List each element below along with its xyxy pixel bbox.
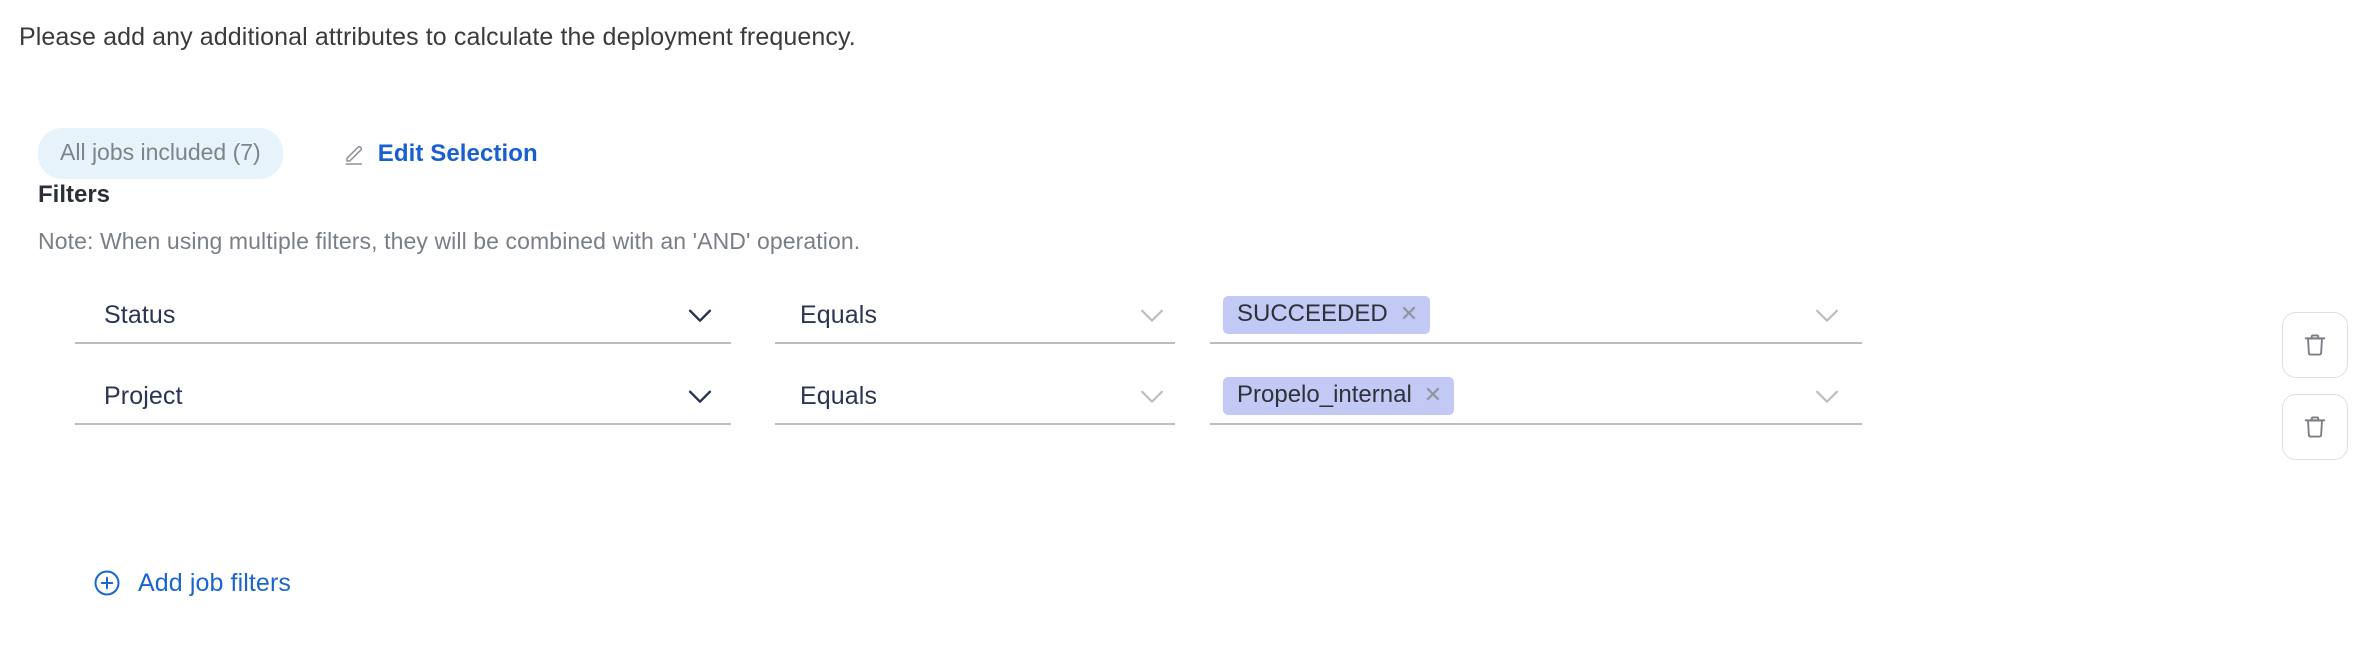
filter-attribute-value: Project — [104, 381, 183, 410]
chevron-down-icon — [683, 298, 717, 332]
filter-value-select[interactable]: Propelo_internal ✕ — [1210, 369, 1862, 425]
close-icon[interactable]: ✕ — [1423, 382, 1443, 407]
trash-icon — [2304, 334, 2326, 356]
page-instruction-text: Please add any additional attributes to … — [19, 23, 856, 51]
filter-operator-select[interactable]: Equals — [775, 288, 1175, 344]
chevron-down-icon — [1810, 379, 1844, 413]
all-jobs-included-badge: All jobs included (7) — [38, 128, 283, 179]
filter-row: Project Equals Propelo_internal ✕ — [0, 369, 2376, 439]
edit-selection-button[interactable]: Edit Selection — [343, 140, 538, 168]
filter-value-chip[interactable]: Propelo_internal ✕ — [1223, 377, 1455, 415]
delete-filter-button[interactable] — [2282, 394, 2348, 460]
filter-value-chip-label: SUCCEEDED — [1237, 300, 1388, 327]
job-selection-row: All jobs included (7) Edit Selection — [38, 128, 538, 179]
filter-value-chip-label: Propelo_internal — [1237, 381, 1412, 408]
chevron-down-icon — [683, 379, 717, 413]
chevron-down-icon — [1135, 379, 1169, 413]
delete-filter-button[interactable] — [2282, 312, 2348, 378]
chevron-down-icon — [1810, 298, 1844, 332]
filter-operator-select[interactable]: Equals — [775, 369, 1175, 425]
filter-value-chip[interactable]: SUCCEEDED ✕ — [1223, 296, 1431, 334]
trash-icon — [2304, 416, 2326, 438]
filter-value-select[interactable]: SUCCEEDED ✕ — [1210, 288, 1862, 344]
filters-heading: Filters — [38, 181, 111, 208]
filter-attribute-select[interactable]: Project — [75, 369, 731, 425]
plus-circle-icon — [92, 568, 122, 598]
pencil-icon — [343, 142, 367, 166]
filter-attribute-value: Status — [104, 300, 176, 329]
chevron-down-icon — [1135, 298, 1169, 332]
edit-selection-label: Edit Selection — [377, 139, 538, 167]
filter-operator-value: Equals — [800, 300, 878, 329]
filter-row: Status Equals SUCCEEDED ✕ — [0, 288, 2376, 358]
filter-attribute-select[interactable]: Status — [75, 288, 731, 344]
add-job-filters-button[interactable]: Add job filters — [92, 568, 291, 598]
filter-operator-value: Equals — [800, 381, 878, 410]
add-job-filters-label: Add job filters — [138, 568, 291, 597]
filters-note-text: Note: When using multiple filters, they … — [38, 228, 861, 254]
close-icon[interactable]: ✕ — [1399, 301, 1419, 326]
